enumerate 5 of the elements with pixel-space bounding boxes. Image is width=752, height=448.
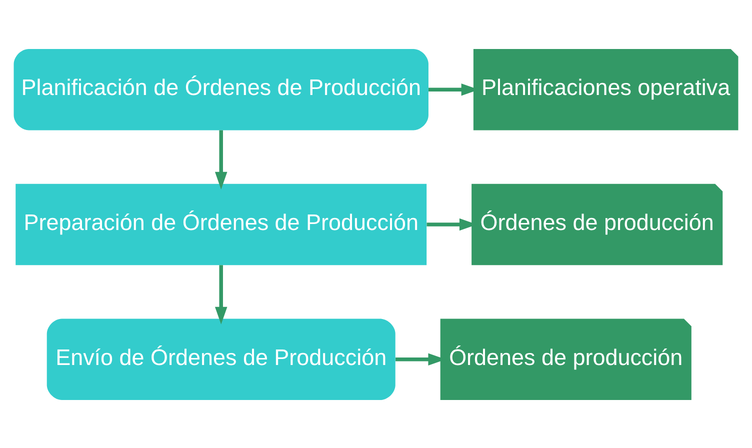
node-box: Envío de Órdenes de Producción (46, 318, 396, 400)
node-box: Preparación de Órdenes de Producción (16, 183, 427, 265)
node-box: Planificación de Órdenes de Producción (14, 48, 428, 130)
arrow (214, 130, 228, 189)
arrow (214, 264, 228, 324)
